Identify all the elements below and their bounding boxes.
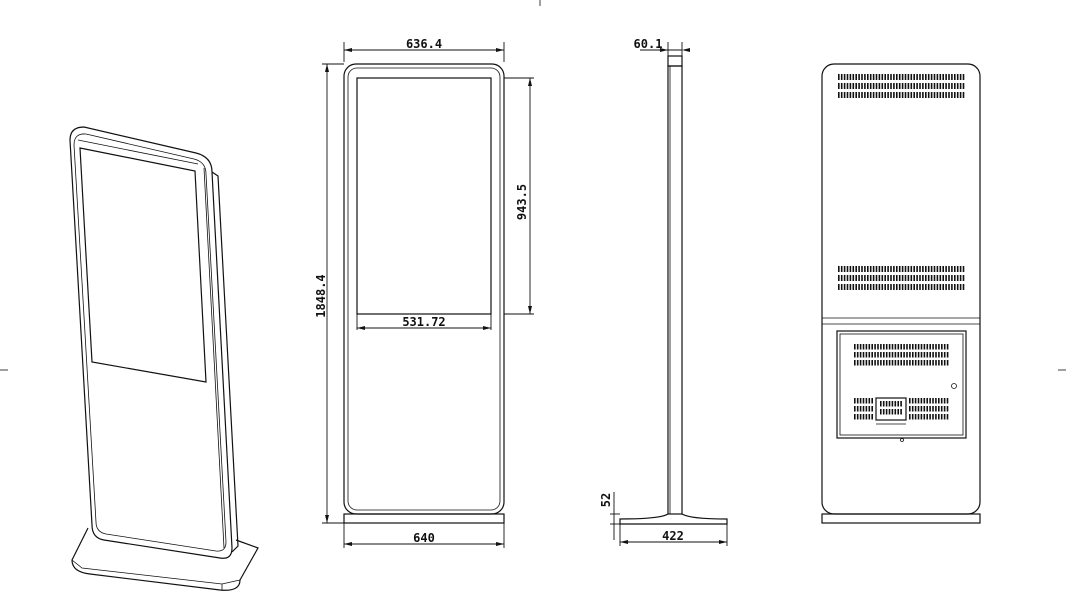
back-view <box>821 63 981 524</box>
middle-vent-grid <box>838 266 965 290</box>
panel-vent-grid-left <box>854 398 873 420</box>
side-view: 60.1 52 422 <box>599 37 728 546</box>
dim-side-depth: 60.1 <box>634 37 663 51</box>
dim-screen-height: 943.5 <box>515 184 529 220</box>
perspective-view <box>69 126 259 591</box>
dim-total-height: 1848.4 <box>314 274 328 317</box>
panel-vent-grid-top <box>854 344 949 366</box>
dim-base-depth: 422 <box>662 529 684 543</box>
registration-marks <box>0 0 1066 371</box>
dim-top-outer-width: 636.4 <box>406 37 442 51</box>
module-vent-grid <box>880 401 902 415</box>
dim-screen-width: 531.72 <box>402 315 445 329</box>
dim-base-width: 640 <box>413 531 435 545</box>
panel-vent-grid-right <box>909 398 949 420</box>
back-vents <box>838 74 965 420</box>
upper-vent-grid <box>838 74 965 98</box>
front-view: 636.4 943.5 531.72 1848.4 640 <box>314 37 534 548</box>
dim-base-thickness: 52 <box>599 493 613 507</box>
